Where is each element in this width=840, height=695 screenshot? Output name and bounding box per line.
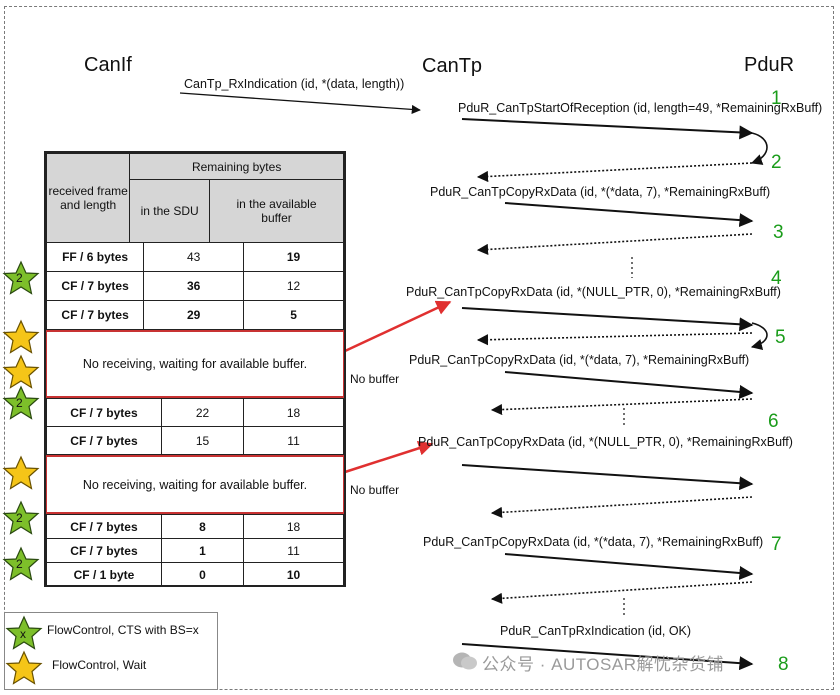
table-row: CF / 7 bytes 1 11 <box>46 538 344 563</box>
col-remaining-header: Remaining bytes <box>129 153 344 180</box>
star-label: 2 <box>16 396 23 410</box>
row-buffer: 10 <box>243 562 344 587</box>
return-4 <box>490 398 753 416</box>
row-sdu: 36 <box>143 271 245 301</box>
msg-rx-indication: CanTp_RxIndication (id, *(data, length)) <box>184 77 405 91</box>
return-3 <box>476 332 753 346</box>
table-rows-b: CF / 7 bytes 22 18 CF / 7 bytes 15 11 <box>46 398 344 455</box>
step-1: 1 <box>771 88 782 109</box>
row-sdu: 43 <box>143 242 245 272</box>
row-frame: CF / 7 bytes <box>45 271 145 301</box>
msg-copy-null-1: PduR_CanTpCopyRxData (id, *(NULL_PTR, 0)… <box>406 285 781 299</box>
header-canif: CanIf <box>84 54 132 76</box>
return-2 <box>476 233 753 256</box>
red-arrow-1 <box>344 300 452 353</box>
yellow-star-icon <box>6 651 42 685</box>
row-sdu: 15 <box>160 426 245 455</box>
header-cantp: CanTp <box>422 55 483 77</box>
step-3: 3 <box>773 222 784 243</box>
row-frame: CF / 7 bytes <box>45 300 145 330</box>
self-call-5 <box>750 322 768 350</box>
row-frame: CF / 7 bytes <box>46 538 162 563</box>
step-7: 7 <box>771 534 782 555</box>
msg-start-of-reception: PduR_CanTpStartOfReception (id, length=4… <box>458 101 823 115</box>
header-table: received frame and length Remaining byte… <box>45 153 344 243</box>
table-row: CF / 7 bytes 29 5 <box>45 300 344 330</box>
table-outer-frame <box>44 151 346 587</box>
col-buffer-header: in the available buffer <box>209 179 344 243</box>
row-buffer: 12 <box>243 271 344 301</box>
table-row: CF / 1 byte 0 10 <box>46 562 344 587</box>
red-arrow-2 <box>344 440 434 474</box>
col-sdu-header: in the SDU <box>129 179 210 243</box>
arrow-pdur-rx-indication <box>461 643 754 671</box>
row-buffer: 18 <box>243 514 344 539</box>
star-label: 2 <box>16 511 23 525</box>
step-5: 5 <box>775 327 786 348</box>
table-row: CF / 7 bytes 15 11 <box>46 426 344 455</box>
legend-star-label: x <box>20 627 26 641</box>
header-pdur: PduR <box>744 54 795 76</box>
self-call-2 <box>750 132 768 165</box>
row-sdu: 1 <box>160 538 245 563</box>
msg-copy-data-2: PduR_CanTpCopyRxData (id, *(*data, 7), *… <box>409 353 750 367</box>
table-row: CF / 7 bytes 8 18 <box>46 514 344 539</box>
msg-pdur-rx-indication: PduR_CanTpRxIndication (id, OK) <box>500 624 692 638</box>
arrow-copy-null-1 <box>461 307 754 332</box>
row-buffer: 19 <box>243 242 344 272</box>
row-frame: CF / 7 bytes <box>46 514 162 539</box>
row-buffer: 5 <box>243 300 344 330</box>
no-buffer-label-2: No buffer <box>350 483 400 497</box>
return-5 <box>490 496 753 518</box>
step-6: 6 <box>768 411 779 432</box>
legend-wait: FlowControl, Wait <box>52 658 147 672</box>
return-1 <box>476 162 753 183</box>
arrow-copy-null-2 <box>461 464 754 491</box>
arrow-start-of-reception <box>461 118 754 140</box>
msg-copy-data-1: PduR_CanTpCopyRxData (id, *(*data, 7), *… <box>430 185 771 199</box>
step-8: 8 <box>778 654 789 675</box>
no-buffer-label-1: No buffer <box>350 372 400 386</box>
msg-copy-null-2: PduR_CanTpCopyRxData (id, *(NULL_PTR, 0)… <box>418 435 793 449</box>
yellow-star-icon <box>3 456 39 490</box>
star-label: 2 <box>16 557 23 571</box>
legend-box: x FlowControl, CTS with BS=x FlowControl… <box>4 612 218 690</box>
star-label: 2 <box>16 271 23 285</box>
row-buffer: 11 <box>243 426 344 455</box>
step-4: 4 <box>771 268 782 289</box>
row-sdu: 29 <box>143 300 245 330</box>
legend-cts: FlowControl, CTS with BS=x <box>47 623 199 637</box>
table-row: CF / 7 bytes 36 12 <box>45 271 344 301</box>
arrow-copy-1 <box>504 202 754 228</box>
watermark-text: 公众号 · AUTOSAR解忧杂货铺 <box>482 655 724 674</box>
row-frame: CF / 7 bytes <box>46 426 162 455</box>
wechat-icon <box>453 652 477 670</box>
wait-box-2: No receiving, waiting for available buff… <box>45 455 345 514</box>
msg-copy-data-3: PduR_CanTpCopyRxData (id, *(*data, 7), *… <box>423 535 764 549</box>
step-2: 2 <box>771 152 782 173</box>
arrow-rx-indication <box>179 92 421 114</box>
table-rows-c: CF / 7 bytes 8 18 CF / 7 bytes 1 11 CF /… <box>46 514 344 587</box>
arrow-copy-3 <box>504 553 754 580</box>
table-rows-a: FF / 6 bytes 43 19 CF / 7 bytes 36 12 CF… <box>45 242 344 330</box>
diagram-frame <box>4 6 834 690</box>
return-6 <box>490 581 753 604</box>
yellow-star-icon <box>3 320 39 354</box>
yellow-star-icon <box>3 355 39 389</box>
table-row: FF / 6 bytes 43 19 <box>45 242 344 272</box>
arrow-copy-2 <box>504 371 754 399</box>
